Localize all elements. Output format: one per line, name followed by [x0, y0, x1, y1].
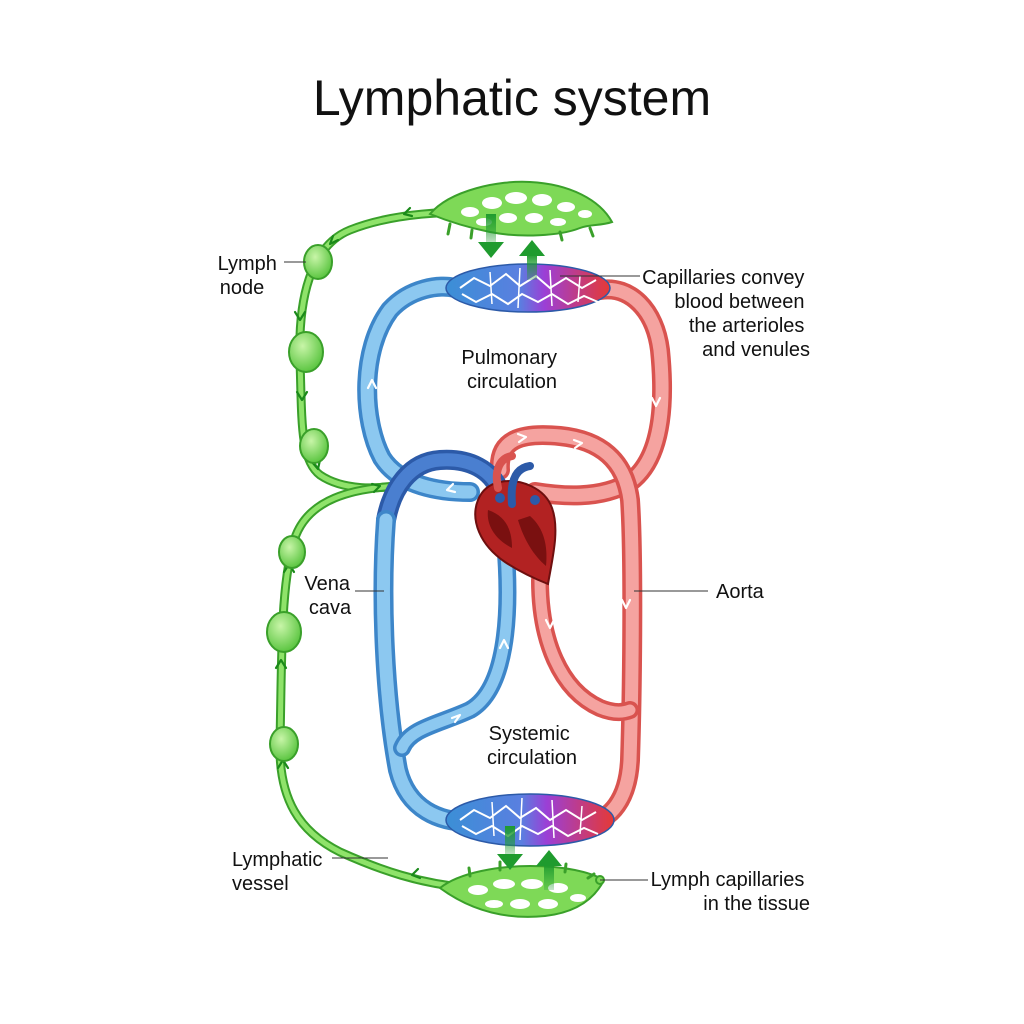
- capillaries-label: Capillaries convey blood between the art…: [642, 267, 810, 361]
- blood-flow-arrow: [445, 482, 457, 494]
- blood-flow-arrow: [544, 618, 556, 630]
- lymph-flow-arrow: [370, 482, 382, 494]
- systemic-circulation-label: Systemic circulation: [487, 723, 577, 769]
- lymph-node: [303, 244, 333, 280]
- up-arrow-icon: [536, 850, 562, 866]
- diagram-title: Lymphatic system: [313, 70, 711, 126]
- systemic-capillary-bed: [445, 793, 615, 847]
- lymph-flow-arrow: [274, 658, 288, 670]
- blood-flow-arrow: [516, 432, 528, 444]
- lymph-flow-arrow: [293, 310, 307, 322]
- lower-lymph-capillary-bed: [438, 860, 606, 918]
- up-arrow-icon: [519, 240, 545, 256]
- upper-lymph-capillary-bed: [428, 180, 614, 242]
- down-arrow-icon: [478, 242, 504, 258]
- lymph-flow-arrow: [410, 867, 422, 880]
- blood-vessels: [357, 276, 673, 832]
- lymphatic-vessels: [266, 206, 475, 893]
- lymph-node-label: Lymph node: [218, 253, 283, 299]
- blood-flow-arrow: [650, 396, 662, 408]
- blood-flow-arrow: [366, 378, 378, 390]
- lymph-node: [266, 611, 302, 653]
- pulmonary-circulation-label: Pulmonary circulation: [461, 347, 562, 393]
- heart-icon: [474, 452, 557, 586]
- lymph-flow-arrow: [295, 390, 309, 402]
- lymph-node: [288, 331, 324, 373]
- vena-cava-label: Vena cava: [304, 573, 355, 619]
- lymph-node: [269, 726, 299, 762]
- down-arrow-icon: [497, 854, 523, 870]
- blood-flow-arrow: [450, 713, 462, 724]
- aorta-label: Aorta: [716, 581, 765, 603]
- lymph-node: [278, 535, 306, 569]
- lymph-capillaries-label: Lymph capillaries in the tissue: [651, 869, 810, 915]
- blood-flow-arrow: [620, 598, 632, 610]
- blood-flow-arrow: [572, 438, 584, 450]
- fluid-exchange-arrows: [478, 214, 562, 890]
- lymph-flow-arrow: [310, 458, 322, 471]
- blood-flow-arrow: [498, 638, 510, 650]
- lymph-flow-arrow: [402, 206, 414, 218]
- lymph-node: [299, 428, 329, 464]
- lymph-flow-arrow: [328, 234, 340, 246]
- lymphatic-vessel-label: Lymphatic vessel: [232, 849, 328, 895]
